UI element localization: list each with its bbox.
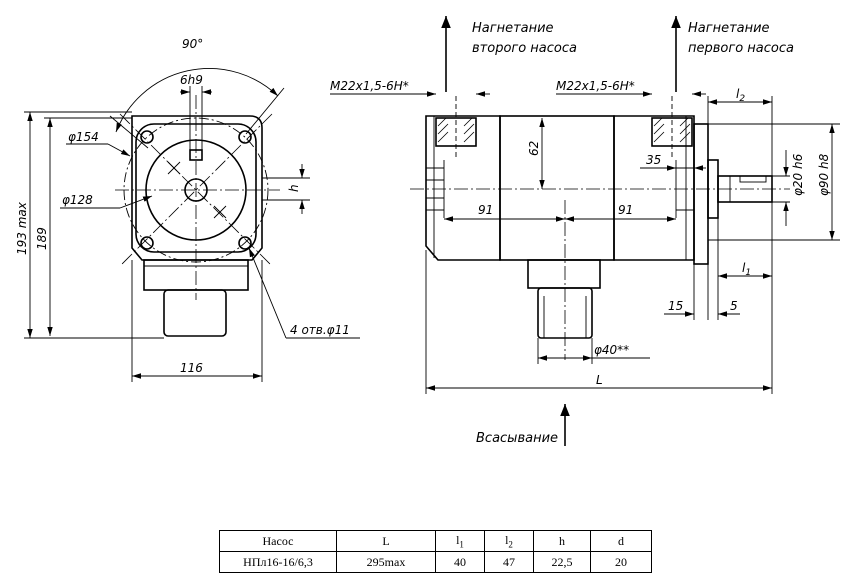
dim-angle-label: 90° (182, 37, 203, 51)
thread-right-label: M22x1,5-6H* (556, 79, 635, 93)
dim-flange-label: φ90 h8 (817, 153, 831, 196)
specs-table-header-row: Насос L l1 l2 h d (219, 530, 652, 552)
dim-l2-label: l2 (736, 87, 745, 104)
dim-189-label: 189 (35, 227, 49, 250)
cell-l1: 40 (435, 551, 485, 573)
cell-pump: НПл16-16/6,3 (219, 551, 337, 573)
front-view (24, 68, 360, 382)
cell-h: 22,5 (533, 551, 591, 573)
dim-15-label: 15 (668, 299, 683, 313)
dim-35-label: 35 (646, 153, 661, 167)
outlet-first-label-1: Нагнетание (688, 21, 770, 36)
cell-l2: 47 (484, 551, 534, 573)
outlet-first-label-2: первого насоса (688, 41, 794, 56)
dim-h-label: h (287, 184, 301, 192)
header-d: d (590, 530, 652, 552)
table-row: НПл16-16/6,3 295max 40 47 22,5 20 (219, 551, 652, 573)
dim-L-label: L (596, 373, 603, 387)
dim-91-left-label: 91 (478, 203, 493, 217)
dim-l1-label: l1 (742, 261, 751, 278)
specs-table: Насос L l1 l2 h d НПл16-16/6,3 295max 40… (219, 530, 652, 573)
dim-shaft-label: φ20 h6 (791, 153, 805, 196)
dim-key-label: 6h9 (180, 73, 203, 87)
thread-left-label: M22x1,5-6H* (330, 79, 409, 93)
header-l1: l1 (435, 530, 485, 552)
dim-193-label: 193 max (15, 201, 29, 255)
dim-d154-label: φ154 (68, 130, 99, 144)
outlet-second-label-2: второго насоса (472, 41, 577, 56)
side-view (330, 16, 840, 446)
header-pump: Насос (219, 530, 337, 552)
header-h: h (533, 530, 591, 552)
dim-116-label: 116 (180, 361, 203, 375)
dim-5-label: 5 (730, 299, 738, 313)
dim-d128-label: φ128 (62, 193, 93, 207)
cell-L: 295max (336, 551, 436, 573)
suction-label: Всасывание (476, 431, 558, 446)
dim-inlet-label: φ40** (594, 343, 629, 357)
outlet-second-label-1: Нагнетание (472, 21, 554, 36)
cell-d: 20 (590, 551, 652, 573)
header-L: L (336, 530, 436, 552)
header-l2: l2 (484, 530, 534, 552)
dim-62-label: 62 (527, 141, 541, 156)
dim-91-right-label: 91 (618, 203, 633, 217)
holes-note-label: 4 отв.φ11 (290, 323, 350, 337)
